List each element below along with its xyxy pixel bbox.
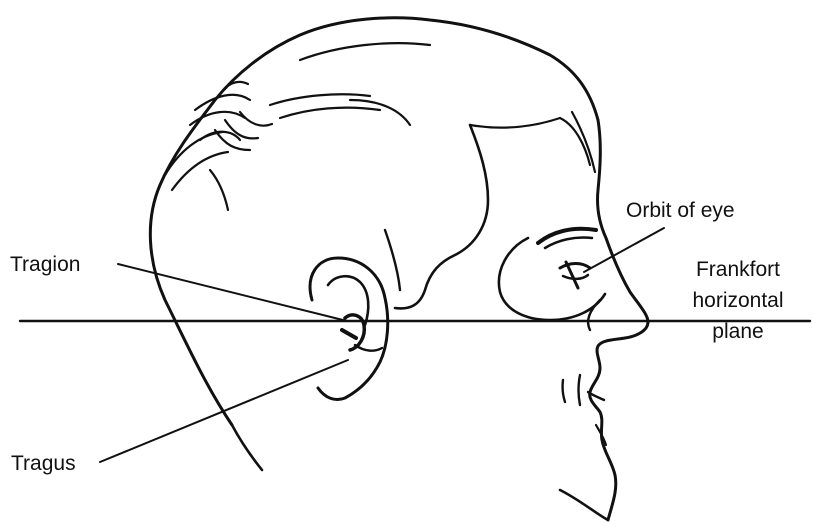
sideburn: [385, 230, 400, 290]
jawline: [232, 425, 262, 470]
hairline: [395, 125, 488, 308]
ear-shadow: [342, 330, 356, 338]
label-orbit-of-eye: Orbit of eye: [626, 199, 735, 223]
hair-strokes: [165, 43, 595, 210]
nostril: [588, 300, 600, 330]
cheek-line-1: [579, 375, 581, 405]
orbit-leader-line: [584, 228, 664, 272]
cheek-line-2: [563, 380, 565, 402]
eye-mark: [566, 262, 578, 288]
eyebrow-shade: [545, 237, 592, 248]
label-tragion: Tragion: [10, 253, 80, 277]
label-frankfort-line1: Frankfort: [666, 254, 810, 285]
tragus-leader-line: [100, 360, 348, 462]
eye-lash: [563, 275, 588, 279]
eye: [560, 264, 590, 269]
head-outline: [150, 18, 598, 425]
label-tragus: Tragus: [11, 452, 76, 476]
neck-front: [560, 490, 608, 520]
ear-outer: [310, 258, 388, 400]
eyebrow: [538, 229, 596, 243]
label-frankfort-horizontal-plane: Frankfort horizontal plane: [666, 254, 810, 347]
label-frankfort-line3: plane: [666, 316, 810, 347]
orbit-outline: [499, 238, 605, 320]
label-frankfort-line2: horizontal: [666, 285, 810, 316]
